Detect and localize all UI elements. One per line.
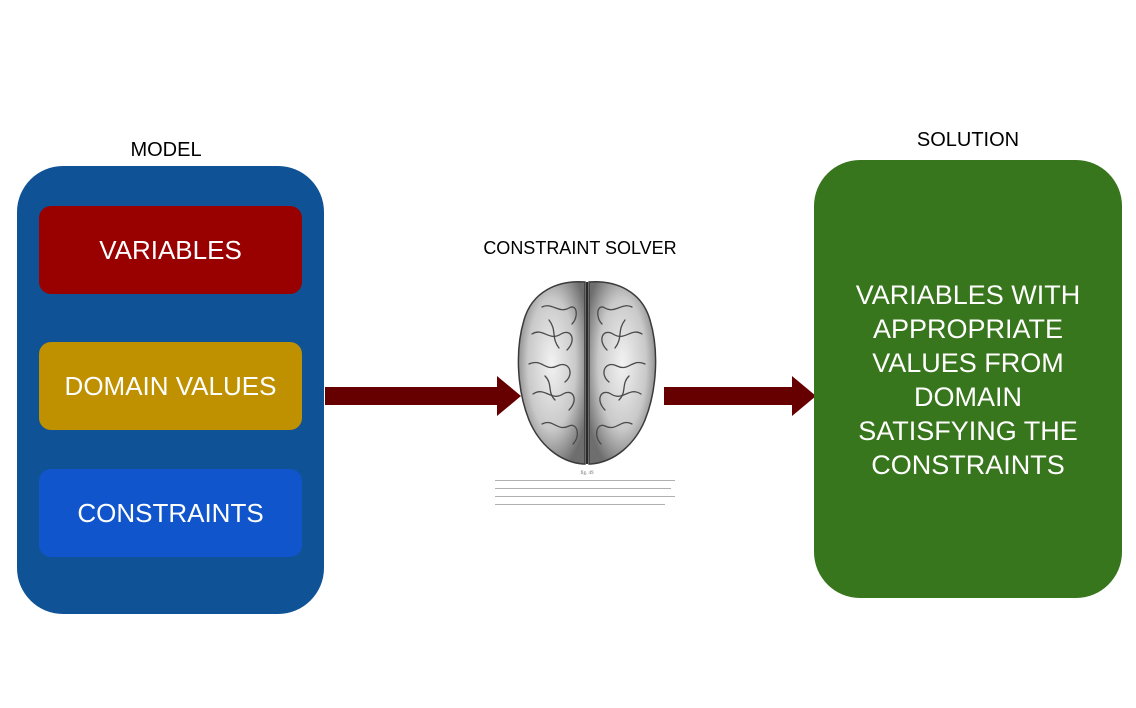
solution-line: APPROPRIATE bbox=[872, 314, 1064, 344]
constraints-box: CONSTRAINTS bbox=[39, 469, 302, 557]
solution-text: VARIABLES WITH APPROPRIATE VALUES FROM D… bbox=[814, 278, 1122, 482]
solution-line: VARIABLES WITH bbox=[855, 280, 1081, 310]
variables-box: VARIABLES bbox=[39, 206, 302, 294]
solution-panel: VARIABLES WITH APPROPRIATE VALUES FROM D… bbox=[814, 160, 1122, 598]
solution-line: VALUES FROM bbox=[872, 348, 1064, 378]
brain-caption-text bbox=[495, 478, 679, 510]
solver-to-solution-arrow bbox=[664, 376, 816, 416]
solution-label: SOLUTION bbox=[916, 129, 1020, 151]
brain-illustration-icon: fig. 49 bbox=[487, 272, 687, 512]
solution-line: DOMAIN bbox=[914, 382, 1022, 412]
model-panel: VARIABLES DOMAIN VALUES CONSTRAINTS bbox=[17, 166, 324, 614]
domain-values-box: DOMAIN VALUES bbox=[39, 342, 302, 430]
solution-line: SATISFYING THE bbox=[858, 416, 1078, 446]
model-label: MODEL bbox=[130, 139, 202, 161]
solver-label: CONSTRAINT SOLVER bbox=[483, 238, 677, 258]
brain-caption: fig. 49 bbox=[580, 471, 594, 476]
model-to-solver-arrow bbox=[325, 376, 521, 416]
solution-line: CONSTRAINTS bbox=[871, 450, 1065, 480]
